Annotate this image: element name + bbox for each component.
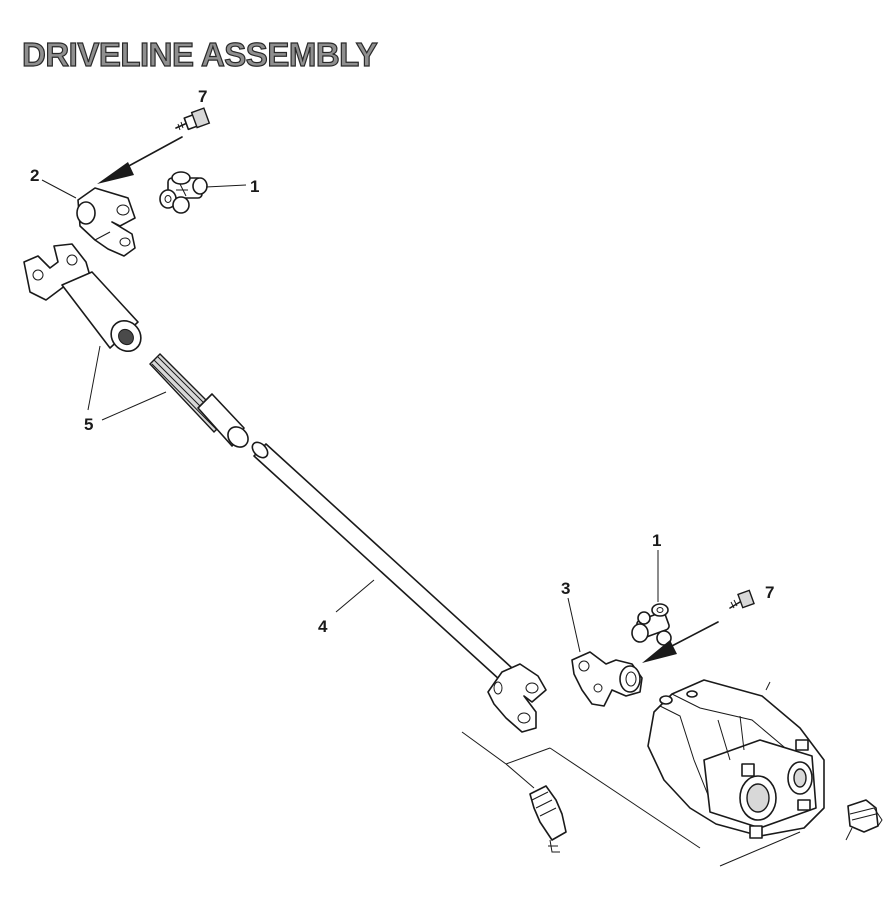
callout-label: 2 [30, 166, 39, 185]
yoke-lower-part [571, 651, 643, 707]
elbow-fitting-part [529, 785, 567, 853]
callout-label: 4 [318, 617, 328, 636]
tube-end-yoke-part [487, 663, 547, 733]
driveline-tube-part [251, 441, 513, 681]
u-joint-cross-upper-part [159, 171, 208, 214]
callout-label: 7 [765, 583, 774, 602]
straight-fitting-part [845, 799, 883, 841]
hydraulic-pump-part [647, 679, 825, 839]
callout-label: 7 [198, 87, 207, 106]
yoke-upper-part [76, 187, 136, 257]
callout-label: 5 [84, 415, 93, 434]
diagram-title: DRIVELINE ASSEMBLY [21, 35, 378, 73]
callout-label: 1 [250, 177, 259, 196]
splined-shaft-part [149, 353, 249, 448]
hose-leader-lines [461, 731, 801, 867]
callout-label: 1 [652, 531, 661, 550]
bolt-upper-part [175, 107, 211, 131]
callout-label: 3 [561, 579, 570, 598]
arrow-upper [97, 136, 183, 184]
arrow-lower [642, 621, 719, 663]
slip-yoke-tube-part [23, 243, 142, 353]
u-joint-cross-lower-part [631, 603, 672, 646]
bolt-lower-part [729, 589, 755, 609]
